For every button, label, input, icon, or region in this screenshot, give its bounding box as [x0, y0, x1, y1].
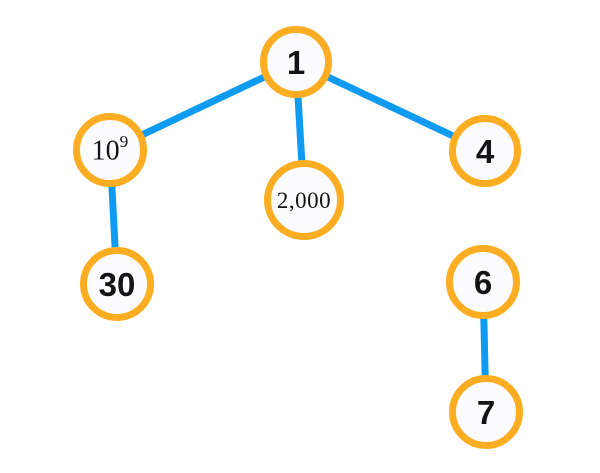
node-4: 4	[449, 115, 521, 187]
node-2000: 2,000	[264, 160, 344, 240]
node-7-label: 7	[476, 393, 496, 431]
node-1-label: 1	[286, 43, 306, 81]
node-1: 1	[260, 26, 332, 98]
node-10e9: 109	[73, 113, 147, 187]
node-6-label: 6	[473, 263, 493, 301]
node-7: 7	[449, 375, 523, 449]
node-4-label: 4	[475, 132, 495, 170]
node-6: 6	[446, 245, 520, 319]
node-10e9-label: 109	[91, 131, 129, 167]
node-10e9-exponent: 9	[119, 131, 129, 151]
node-30: 30	[80, 247, 154, 321]
node-10e9-base: 10	[91, 135, 120, 167]
node-2000-label: 2,000	[276, 187, 332, 213]
node-30-label: 30	[98, 265, 136, 303]
